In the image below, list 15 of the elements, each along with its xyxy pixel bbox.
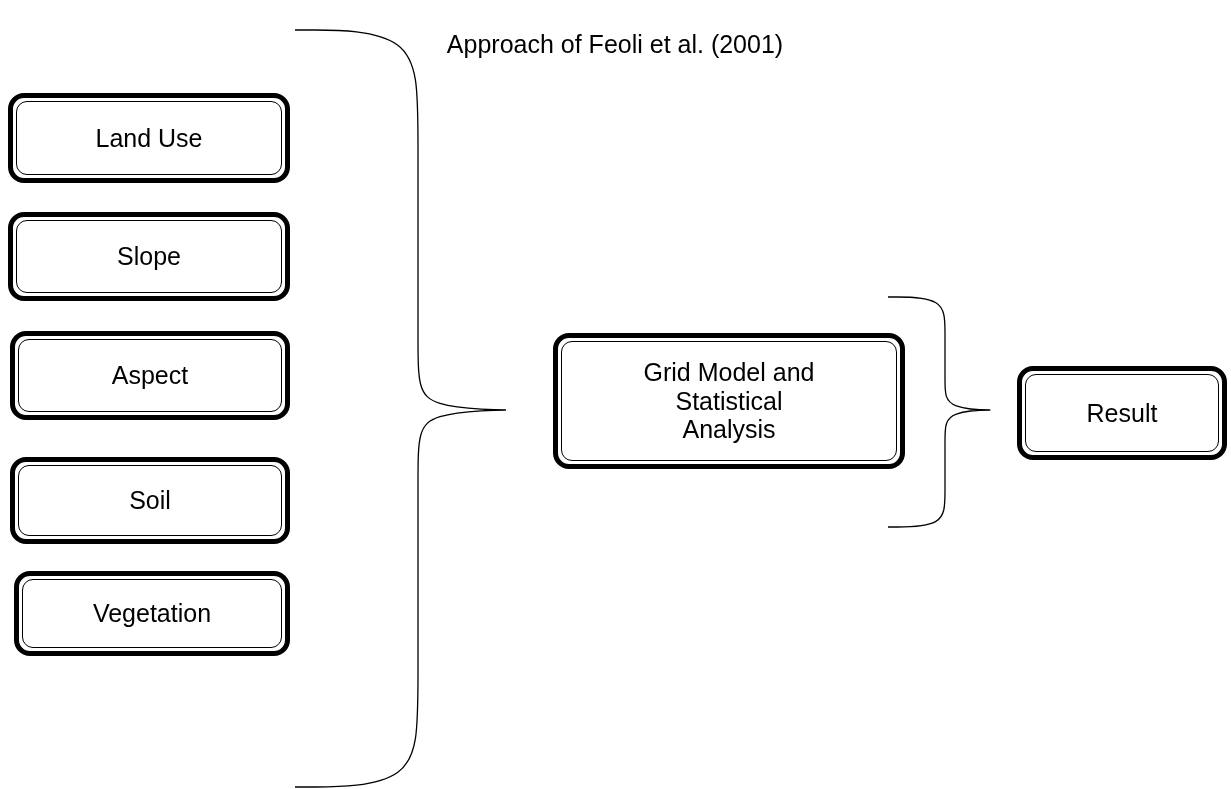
box-label: Aspect [111,361,189,390]
rounded-box [8,212,290,301]
box-label: Land Use [95,123,203,153]
rounded-box [1017,366,1227,460]
box-label: Vegetation [92,599,212,628]
rounded-box [8,93,290,183]
box-label: Grid Model and Statistical Analysis [642,357,816,445]
box-label: Soil [129,486,171,515]
rounded-box [10,331,290,420]
diagram-title: Approach of Feoli et al. (2001) [445,30,785,59]
rounded-box [10,457,290,544]
box-label: Result [1086,398,1158,428]
box-label: Slope [117,242,181,271]
rounded-box [553,333,905,469]
rounded-box [14,571,290,656]
